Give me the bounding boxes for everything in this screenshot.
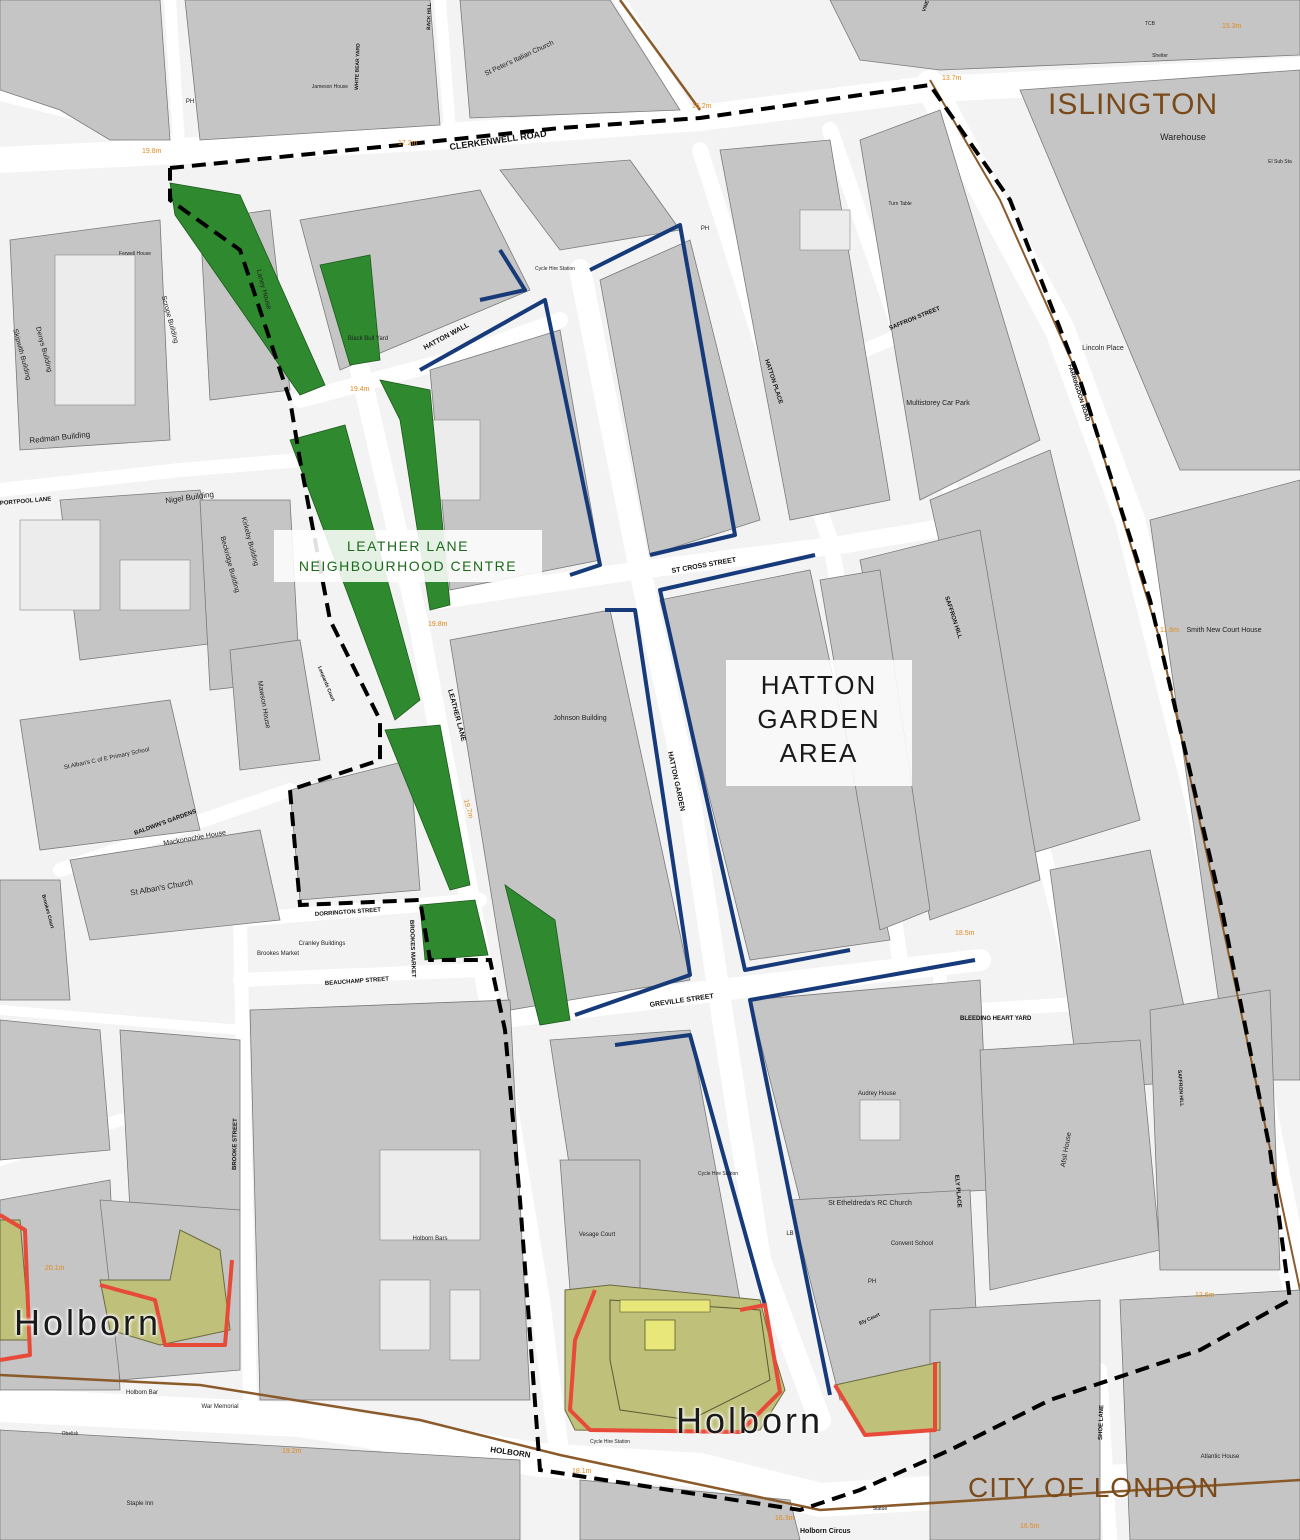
area-label-holborn-east: Holborn (676, 1400, 824, 1441)
label-smith-new-court: Smith New Court House (1186, 627, 1261, 634)
spot-height: 18.1m (572, 1468, 592, 1475)
spot-height: 18.5m (955, 930, 975, 937)
label-statue: Statue (873, 1506, 888, 1512)
leather-lane-label-line-2: NEIGHBOURHOOD CENTRE (298, 558, 518, 574)
road-label-shoe-lane: SHOE LANE (1098, 1405, 1105, 1440)
borough-boundary-line (0, 1373, 1300, 1512)
holborn-shopping-areas (0, 1219, 941, 1436)
label-st-etheldredas: St Etheldreda's RC Church (828, 1200, 912, 1207)
label-lb: LB (786, 1231, 793, 1237)
label-obelisk: Obelisk (62, 1431, 79, 1437)
label-brookes-market-bldg: Brookes Market (257, 951, 299, 957)
label-turn-table: Turn Table (888, 201, 912, 207)
road-label-dorrington: DORRINGTON STREET (315, 907, 382, 918)
spot-height: 17.2m (398, 140, 418, 147)
road-label-saffron-hill-2: SAFFRON HILL (1176, 1070, 1185, 1107)
label-staple-inn: Staple Inn (126, 1501, 153, 1507)
label-el-sub: El Sub Sta (1268, 159, 1292, 165)
spot-height: 13.7m (942, 75, 962, 82)
spot-height: 15.2m (692, 103, 712, 110)
label-war-memorial: War Memorial (201, 1404, 238, 1410)
road-label-holborn-circus: Holborn Circus (800, 1528, 851, 1535)
spot-height: 16.5m (1020, 1523, 1040, 1530)
label-tcb: TCB (1145, 21, 1156, 27)
label-cycle-hire-3: Cycle Hire Station (590, 1439, 630, 1445)
label-ph-2: PH (701, 226, 709, 232)
spot-height: 19.8m (428, 621, 448, 628)
spot-height: 12.6m (1195, 1292, 1215, 1299)
label-atlantic: Atlantic House (1201, 1454, 1240, 1460)
road-label-beauchamp: BEAUCHAMP STREET (325, 977, 390, 987)
leather-lane-label-line-1: LEATHER LANE (347, 538, 469, 554)
spot-height: 19.4m (350, 386, 370, 393)
spot-heights: 15.3m 13.7m 15.2m 17.2m 19.8m 19.4m 19.8… (45, 23, 1242, 1530)
borough-boundary-line-north (618, 0, 702, 111)
label-black-bull: Black Bull Yard (348, 336, 388, 342)
label-ph-3: PH (868, 1279, 876, 1285)
holborn-boundaries (0, 1213, 937, 1437)
label-johnson-building: Johnson Building (553, 715, 606, 722)
area-label-islington: ISLINGTON (1048, 88, 1219, 121)
hatton-area-label-line-2: GARDEN (757, 704, 881, 734)
label-cranley: Cranley Buildings (299, 941, 346, 947)
road-label-brooke-street: BROOKE STREET (232, 1118, 239, 1170)
open-areas (19, 209, 901, 1361)
label-ferwell: Ferwell House (119, 251, 151, 257)
label-cycle-hire-2: Cycle Hire Station (698, 1171, 738, 1177)
hatton-area-label-line-1: HATTON (760, 670, 878, 700)
label-cycle-hire-1: Cycle Hire Station (535, 266, 575, 272)
hatton-garden-area-panel: HATTON GARDEN AREA (726, 660, 912, 786)
road-label-bleeding-heart: BLEEDING HEART YARD (960, 1016, 1032, 1022)
label-holborn-bar: Holborn Bar (126, 1390, 158, 1396)
area-label-city-of-london: CITY OF LONDON (968, 1472, 1220, 1503)
label-shelter: Shelter (1152, 53, 1168, 59)
label-warehouse: Warehouse (1160, 132, 1206, 142)
spot-height: 16.3m (775, 1515, 795, 1522)
hatton-garden-frontages (419, 223, 976, 1396)
conservation-area-boundary (168, 82, 1293, 1513)
road-label-back-hill: BACK HILL (426, 3, 433, 30)
road-label-white-bear: WHITE BEAR YARD (354, 43, 362, 90)
spot-height: 15.3m (1222, 23, 1242, 30)
spot-height: 20.1m (45, 1265, 65, 1272)
road-label-ely-place: ELY PLACE (953, 1175, 962, 1208)
label-vesage: Vesage Court (579, 1232, 616, 1238)
label-holborn-bars: Holborn Bars (412, 1236, 447, 1242)
spot-height: 19.7m (462, 799, 474, 820)
leather-lane-centre-panel: LEATHER LANE NEIGHBOURHOOD CENTRE (274, 530, 542, 582)
road-label-brookes-market: BROOKES MARKET (408, 920, 416, 978)
hatton-area-label-line-3: AREA (779, 738, 859, 768)
label-multistorey: Multistorey Car Park (906, 400, 970, 407)
label-convent: Convent School (891, 1241, 933, 1247)
label-audrey: Audrey House (858, 1091, 897, 1097)
label-jameson: Jameson House (312, 84, 348, 90)
spot-height: 11.6m (1160, 627, 1179, 634)
label-lincoln-place: Lincoln Place (1082, 345, 1124, 352)
label-ph-1: PH (186, 99, 194, 105)
spot-height: 19.2m (282, 1448, 302, 1455)
area-label-holborn-west: Holborn (14, 1302, 162, 1343)
road-label-portpool: PORTPOOL LANE (0, 497, 52, 507)
spot-height: 19.8m (142, 148, 162, 155)
